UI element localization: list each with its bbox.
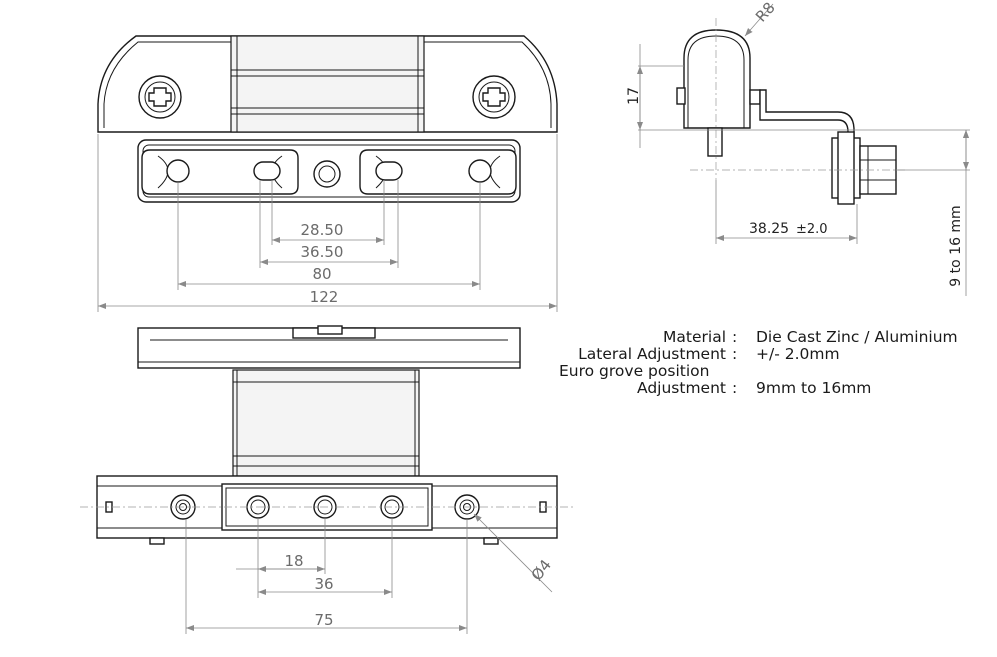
dim-80: 80 (312, 265, 331, 283)
front-view (137, 325, 521, 477)
dim-hole-diameter: Ø4 (528, 556, 555, 584)
screw-right-icon (472, 75, 516, 119)
dim-18: 18 (284, 552, 303, 570)
screw-left-icon (138, 75, 182, 119)
spec-lateral-label: Lateral Adjustment (578, 345, 726, 363)
side-view: R8 17 9 to 16 mm 38.25 ±2.0 (626, 0, 970, 296)
dim-tolerance: ±2.0 (796, 222, 828, 237)
dim-r8: R8 (752, 0, 779, 26)
dim-122: 122 (310, 288, 339, 306)
spec-lateral: Lateral Adjustment : +/- 2.0mm (548, 346, 988, 363)
spec-material-value: Die Cast Zinc / Aluminium (756, 328, 958, 346)
dim-75: 75 (314, 611, 333, 629)
top-view: 28.50 36.50 80 122 (97, 35, 558, 312)
dim-36: 36 (314, 575, 333, 593)
dim-euro-groove: 9 to 16 mm (948, 205, 964, 286)
dim-17: 17 (626, 87, 642, 105)
spec-euro-label: Euro grove position (559, 362, 710, 380)
spec-adjust-label: Adjustment (637, 379, 726, 397)
spec-colon: : (732, 379, 738, 397)
spec-euro: Euro grove position (548, 363, 988, 380)
spec-adjustment: Adjustment : 9mm to 16mm (548, 380, 988, 397)
dim-38-25: 38.25 (749, 221, 789, 237)
spec-adjust-value: 9mm to 16mm (756, 379, 872, 397)
dim-36-50: 36.50 (301, 243, 344, 261)
spec-material: Material : Die Cast Zinc / Aluminium (548, 329, 988, 346)
specifications: Material : Die Cast Zinc / Aluminium Lat… (548, 329, 988, 397)
spec-lateral-value: +/- 2.0mm (756, 345, 840, 363)
bottom-view: 18 36 75 Ø4 (80, 475, 575, 634)
spec-material-label: Material (663, 328, 726, 346)
spec-colon: : (732, 345, 738, 363)
dim-28-50: 28.50 (301, 221, 344, 239)
spec-colon: : (732, 328, 738, 346)
